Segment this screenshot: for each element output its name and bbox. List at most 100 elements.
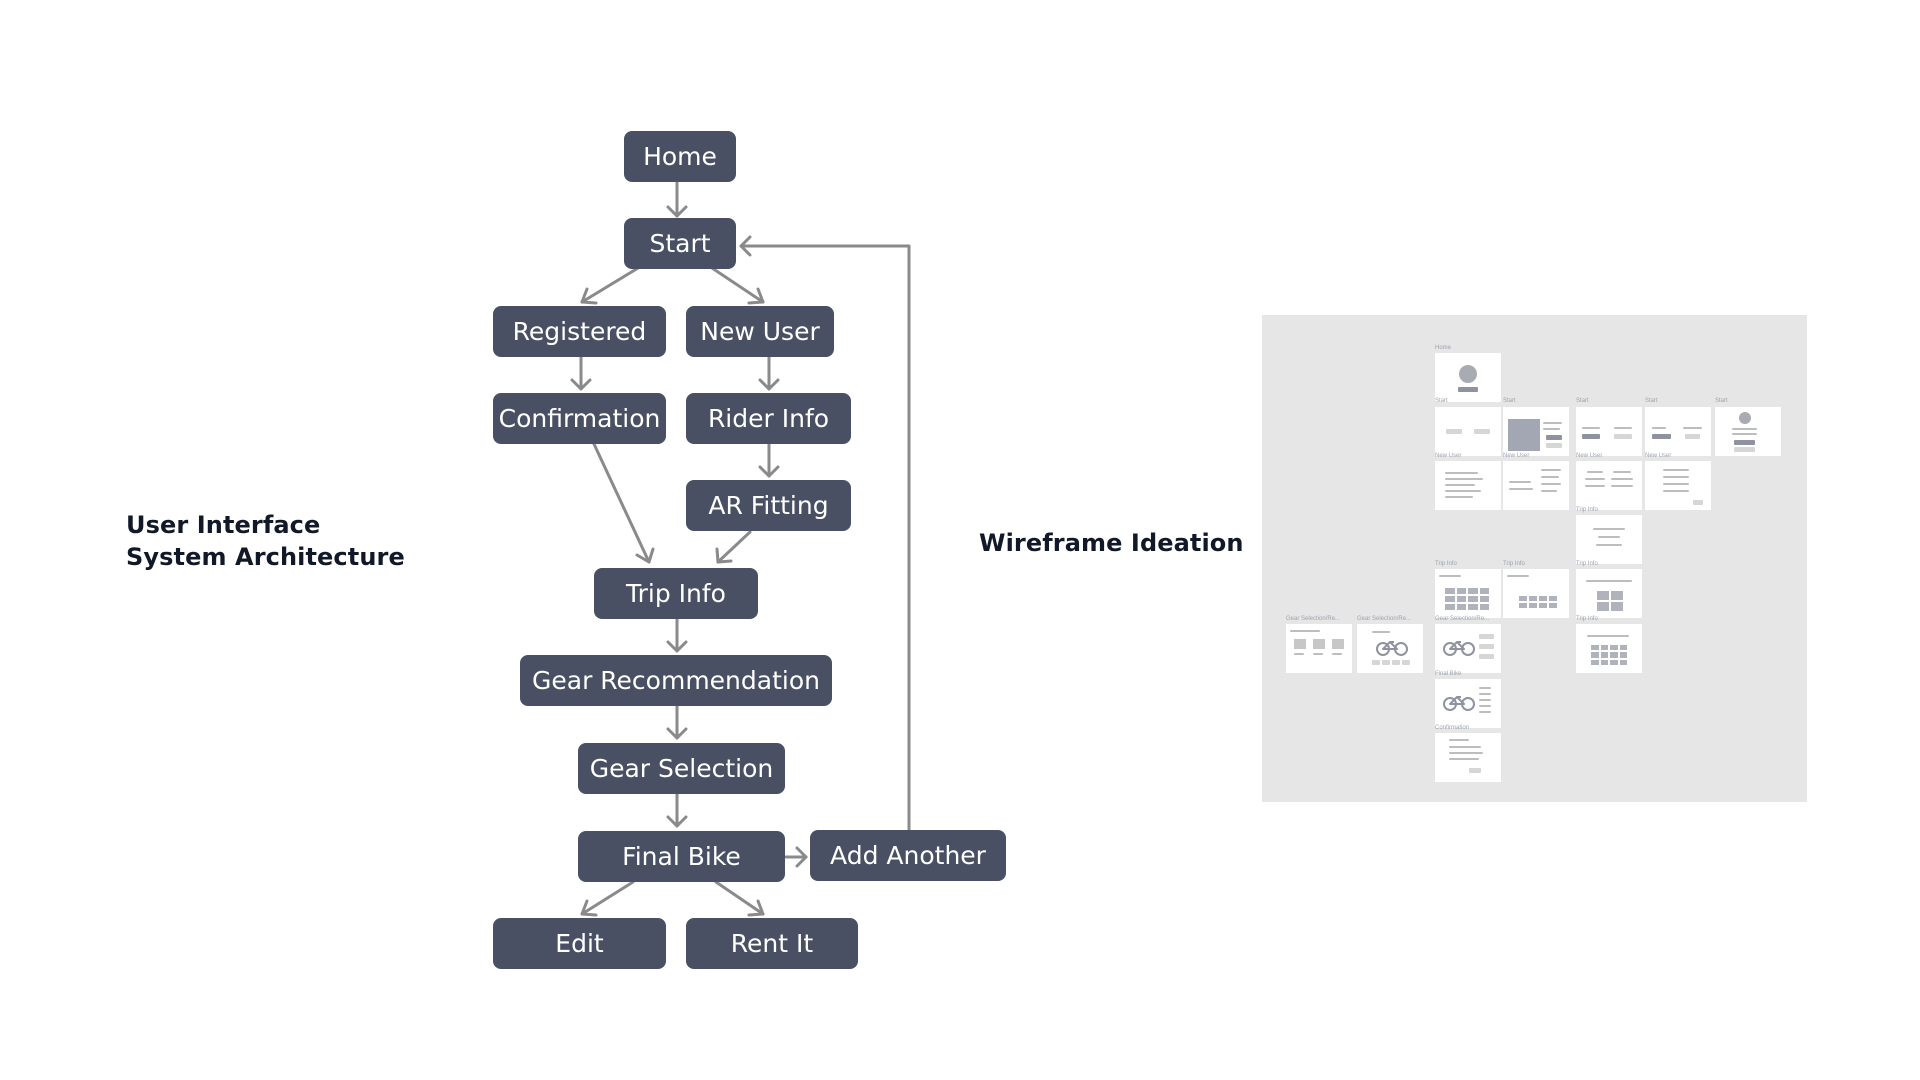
wf-gear-selection-1-line-4: [1332, 653, 1342, 655]
wireframe-board: Home Start Start Start Start: [1262, 315, 1807, 802]
wf-new-user-3-line-2: [1585, 478, 1605, 480]
arrow-gear-selection-to-final-bike: [666, 792, 688, 828]
wf-gear-selection-3-pill-1: [1479, 634, 1494, 639]
wf-gear-selection-2-pill-4: [1402, 660, 1410, 665]
trip-info-label-2: Trip Info: [1435, 561, 1457, 567]
arrow-final-bike-to-add-another: [784, 846, 808, 868]
wf-start-image: [1508, 419, 1540, 451]
wf-confirmation-line-1: [1449, 739, 1469, 741]
wf-start-3-pill-2: [1614, 434, 1632, 439]
architecture-heading-line-1: User Interface: [126, 511, 321, 539]
wf-new-user-2-line-5: [1541, 483, 1561, 485]
wf-start-pill-1: [1546, 435, 1562, 440]
wf-new-user-4-line-4: [1663, 490, 1689, 492]
home-node[interactable]: Home: [624, 131, 736, 182]
rent-it-node[interactable]: Rent It: [686, 918, 858, 969]
wf-confirmation-line-2: [1449, 746, 1481, 748]
wf-new-user-4-line-2: [1663, 476, 1689, 478]
trip-info-node[interactable]: Trip Info: [594, 568, 758, 619]
gear-selection-label-1: Gear Selection/Re...: [1286, 616, 1341, 622]
confirmation-node[interactable]: Confirmation: [493, 393, 666, 444]
wf-new-user-2-line-6: [1541, 490, 1557, 492]
wf-confirmation-pill: [1469, 768, 1481, 773]
wf-start-line-2: [1543, 428, 1560, 430]
wf-new-user-2-line-2: [1509, 488, 1533, 490]
gear-selection-node[interactable]: Gear Selection: [578, 743, 785, 794]
wf-new-user-2-line-1: [1509, 481, 1531, 483]
wireframe-heading: Wireframe Ideation: [979, 529, 1244, 557]
new-user-node[interactable]: New User: [686, 306, 834, 357]
start-label-5: Start: [1715, 398, 1728, 404]
wf-start-button-2: [1474, 429, 1490, 434]
home-label: Home: [1435, 345, 1452, 351]
add-another-node[interactable]: Add Another: [810, 830, 1006, 881]
wf-trip-info-3-grid: [1519, 596, 1557, 608]
arrow-rider-info-to-ar-fitting: [758, 442, 780, 478]
bike-icon: [1443, 641, 1475, 656]
wf-start-3-line-1: [1582, 427, 1600, 429]
start-node[interactable]: Start: [624, 218, 736, 269]
wire-home-card: [1435, 353, 1501, 402]
wf-final-bike-line-2: [1479, 693, 1491, 695]
wf-final-bike-line-3: [1479, 699, 1491, 701]
start-label-2: Start: [1503, 398, 1516, 404]
edit-node[interactable]: Edit: [493, 918, 666, 969]
wf-new-user-3-line-6: [1611, 485, 1633, 487]
final-bike-node[interactable]: Final Bike: [578, 831, 785, 882]
wf-start-line-1: [1543, 422, 1562, 424]
bike-icon: [1376, 641, 1408, 656]
wf-new-user-2-line-3: [1541, 469, 1561, 471]
arrow-home-to-start: [666, 181, 688, 218]
start-label-4: Start: [1645, 398, 1658, 404]
start-label-3: Start: [1576, 398, 1589, 404]
wf-home-button: [1458, 387, 1478, 392]
wf-start-4-pill-1: [1652, 434, 1671, 439]
gear-recommendation-node[interactable]: Gear Recommendation: [520, 655, 832, 706]
wf-gear-selection-1-thumb-1: [1294, 639, 1306, 649]
wire-gear-selection-card-1: [1286, 624, 1352, 673]
wf-new-user-1-line-1: [1445, 472, 1478, 474]
wire-new-user-card-4: [1645, 461, 1711, 510]
arrow-gear-recommendation-to-gear-selection: [666, 704, 688, 740]
arrow-registered-to-confirmation: [570, 355, 592, 391]
wf-confirmation-line-3: [1449, 752, 1483, 754]
wf-start-4-pill-2: [1685, 434, 1700, 439]
wf-start-5-line-1: [1732, 428, 1757, 430]
wf-trip-info-4-grid: [1597, 591, 1623, 611]
wire-gear-selection-card-2: [1357, 624, 1423, 673]
wire-start-card-1: [1435, 407, 1501, 456]
arrow-final-bike-to-rent-it: [714, 880, 765, 917]
wire-gear-selection-card-3: [1435, 624, 1501, 673]
wf-trip-info-5-grid: [1591, 645, 1627, 665]
wf-start-4-line-1: [1652, 427, 1666, 429]
wire-new-user-card-1: [1435, 461, 1501, 510]
wf-home-avatar: [1459, 365, 1477, 383]
wire-start-card-3: [1576, 407, 1642, 456]
wf-start-5-line-2: [1732, 433, 1757, 435]
ar-fitting-node[interactable]: AR Fitting: [686, 480, 851, 531]
wf-start-3-line-2: [1614, 427, 1632, 429]
wf-new-user-4-line-3: [1663, 483, 1689, 485]
registered-node[interactable]: Registered: [493, 306, 666, 357]
wire-start-card-2: [1503, 407, 1569, 456]
wf-trip-info-2-line: [1439, 575, 1461, 577]
arrow-new-user-to-rider-info: [758, 355, 780, 391]
wf-new-user-1-line-4: [1445, 490, 1481, 492]
wire-new-user-card-3: [1576, 461, 1642, 510]
wf-start-5-avatar: [1739, 412, 1751, 424]
rider-info-node[interactable]: Rider Info: [686, 393, 851, 444]
wf-new-user-1-line-5: [1445, 496, 1473, 498]
wf-gear-selection-2-line: [1372, 631, 1390, 633]
wf-new-user-4-pill: [1693, 500, 1703, 505]
arrow-ar-fitting-to-trip-info: [715, 530, 752, 564]
bike-icon: [1443, 696, 1475, 711]
wf-gear-selection-1-line-3: [1313, 653, 1323, 655]
wf-trip-info-1-line-1: [1593, 528, 1625, 530]
architecture-heading-line-2: System Architecture: [126, 543, 405, 572]
wf-gear-selection-1-line: [1290, 630, 1320, 632]
wf-new-user-1-line-3: [1445, 484, 1475, 486]
wf-new-user-3-line-1: [1587, 471, 1603, 473]
wf-trip-info-2-grid: [1445, 588, 1489, 610]
wf-start-4-line-2: [1683, 427, 1702, 429]
wf-start-pill-2: [1546, 443, 1562, 448]
